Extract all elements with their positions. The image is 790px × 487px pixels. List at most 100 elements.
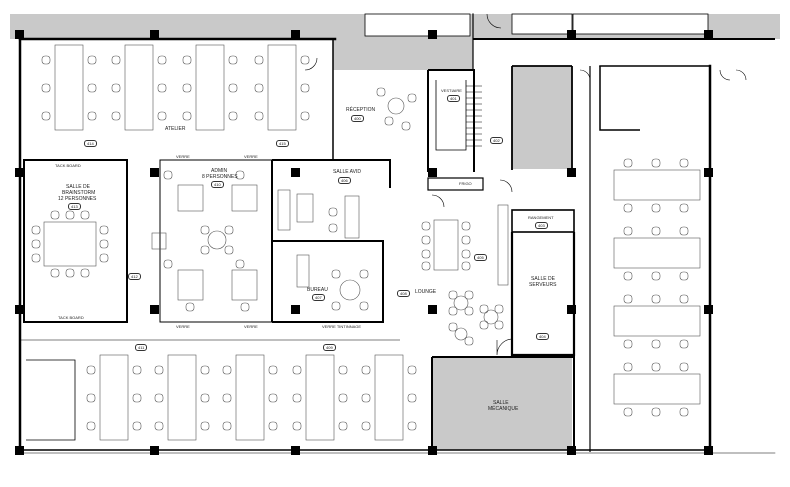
room-number-409: 409 xyxy=(323,344,336,351)
chair xyxy=(623,362,633,372)
annotation-verre-2: VERRE xyxy=(244,154,258,159)
desk xyxy=(231,269,258,301)
chair xyxy=(292,365,302,375)
room-label-frigo: FRIGO xyxy=(459,181,472,186)
chair xyxy=(41,83,51,93)
room-number-402: 402 xyxy=(490,137,503,144)
room-label-mecanique-1: SALLE xyxy=(493,400,509,406)
chair xyxy=(679,158,689,168)
chair xyxy=(182,111,192,121)
chair xyxy=(651,362,661,372)
room-label-admin-2: 8 PERSONNES xyxy=(202,174,238,180)
chair xyxy=(185,302,195,312)
round-table xyxy=(387,97,405,115)
room-label-reception: RÉCEPTION xyxy=(346,107,376,113)
desk xyxy=(231,184,258,212)
chair xyxy=(87,55,97,65)
room-number-410: 410 xyxy=(211,181,224,188)
chair xyxy=(651,339,661,349)
chair xyxy=(228,55,238,65)
chair xyxy=(679,271,689,281)
chair xyxy=(154,393,164,403)
chair xyxy=(679,362,689,372)
chair xyxy=(222,421,232,431)
chair xyxy=(228,111,238,121)
chair xyxy=(359,301,369,311)
chair xyxy=(157,83,167,93)
structural-columns xyxy=(15,30,713,455)
room-label-atelier: ATELIER xyxy=(165,126,186,132)
chair xyxy=(464,336,474,346)
round-table xyxy=(483,309,499,325)
room-number-408: 408 xyxy=(397,290,410,297)
chair xyxy=(679,294,689,304)
round-table xyxy=(453,295,469,311)
room-number-401: 401 xyxy=(447,95,460,102)
chair xyxy=(254,111,264,121)
desk-cluster xyxy=(267,44,297,131)
chair xyxy=(200,421,210,431)
counter xyxy=(497,204,509,286)
chair xyxy=(679,226,689,236)
annotation-tack-board-bottom: TACK BOARD xyxy=(58,315,84,320)
chair xyxy=(157,55,167,65)
chair xyxy=(50,210,60,220)
room-label-salle-avid: SALLE AVID xyxy=(333,169,361,175)
room-number-404: 404 xyxy=(536,333,549,340)
chair xyxy=(361,421,371,431)
chair xyxy=(132,393,142,403)
chair xyxy=(300,111,310,121)
avid-room-wall xyxy=(271,159,391,323)
chair xyxy=(651,226,661,236)
desk-cluster xyxy=(124,44,154,131)
chair xyxy=(268,365,278,375)
desk-cluster xyxy=(167,354,197,441)
chair xyxy=(224,225,234,235)
chair xyxy=(651,271,661,281)
chair xyxy=(359,269,369,279)
room-number-407: 407 xyxy=(312,294,325,301)
service-zones xyxy=(10,14,780,450)
chair xyxy=(494,320,504,330)
desk xyxy=(177,269,204,301)
chair xyxy=(86,393,96,403)
chair xyxy=(679,407,689,417)
round-table xyxy=(207,230,227,250)
room-number-406: 406 xyxy=(338,177,351,184)
chair xyxy=(41,111,51,121)
chair xyxy=(200,393,210,403)
chair xyxy=(99,253,109,263)
chair xyxy=(328,207,338,217)
chair xyxy=(679,203,689,213)
chair xyxy=(240,302,250,312)
chair xyxy=(200,365,210,375)
chair xyxy=(154,365,164,375)
chair xyxy=(87,111,97,121)
chair xyxy=(235,170,245,180)
annotation-verre-4: VERRE xyxy=(244,324,258,329)
chair xyxy=(479,320,489,330)
chair xyxy=(623,407,633,417)
chair xyxy=(222,393,232,403)
room-label-mecanique-2: MÉCANIQUE xyxy=(488,406,519,412)
conference-table xyxy=(43,221,97,267)
room-label-brainstorm-3: 12 PERSONNES xyxy=(58,196,97,202)
shaft-fill xyxy=(512,66,572,169)
chair xyxy=(338,393,348,403)
chair xyxy=(292,393,302,403)
desk-cluster xyxy=(99,354,129,441)
console xyxy=(344,195,360,239)
chair xyxy=(464,306,474,316)
annotation-verre-3: VERRE xyxy=(176,324,190,329)
chair xyxy=(182,83,192,93)
chair xyxy=(224,245,234,255)
chair xyxy=(86,421,96,431)
chair xyxy=(200,245,210,255)
chair xyxy=(623,339,633,349)
chair xyxy=(361,393,371,403)
chair xyxy=(300,55,310,65)
chair xyxy=(99,239,109,249)
chair xyxy=(163,259,173,269)
room-label-lounge: LOUNGE xyxy=(415,289,437,295)
